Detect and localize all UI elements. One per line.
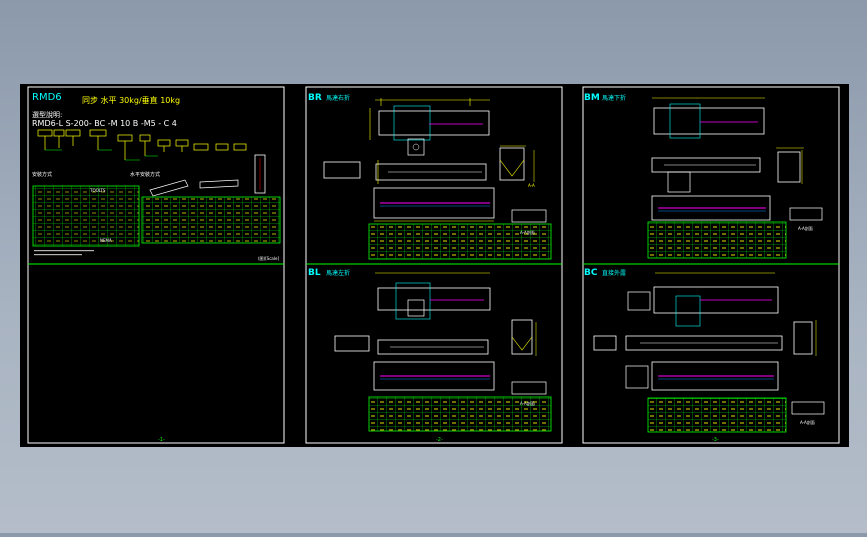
- model-code: RMD6-L S-200- BC -M 10 B -M5 - C 4: [32, 119, 177, 128]
- sheet-2-frame: [305, 86, 563, 444]
- sheet-1: RMD6 同步 水平 30kg/垂直 10kg 選型說明: RMD6-L S-2…: [27, 86, 285, 444]
- bl-actuator-front: [373, 361, 495, 391]
- svg-text:水平安裝方式: 水平安裝方式: [130, 171, 160, 178]
- bc-actuator-front: [625, 361, 779, 391]
- panel-br-title: 馬達右折: [326, 94, 350, 102]
- bm-foot-detail: A-A剖面: [789, 207, 823, 231]
- table-a-header: TOOLTS: [89, 188, 106, 193]
- panel-bm-code: BM: [584, 93, 600, 103]
- sheet-3: BM 馬達下折 A-A剖面 BC 直接外露: [582, 86, 840, 444]
- panel-bl-code: BL: [308, 268, 321, 278]
- bc-foot-detail: A-A剖面: [791, 401, 825, 425]
- panel-bm-title: 馬達下折: [602, 94, 626, 102]
- table-b-header: NEMA: [100, 238, 112, 243]
- sheet-1-frame: [27, 86, 285, 444]
- bl-section-view: [511, 319, 537, 356]
- page-tag: (图)[Scale]: [258, 255, 279, 261]
- svg-text:A-A: A-A: [528, 183, 535, 188]
- model-name: RMD6: [32, 92, 62, 103]
- br-section-view: A-A: [499, 145, 535, 188]
- sheet-3-frame: [582, 86, 840, 444]
- br-actuator-top: [369, 98, 490, 156]
- panel-bl-title: 馬達左折: [326, 269, 350, 277]
- load-text: 同步 水平 30kg/垂直 10kg: [82, 95, 180, 105]
- svg-text:A-A剖面: A-A剖面: [800, 419, 815, 425]
- page-number-1: -1-: [158, 437, 165, 443]
- model-space: [20, 84, 849, 447]
- page-number-3: -3-: [712, 437, 719, 443]
- svg-text:A-A剖面: A-A剖面: [798, 225, 813, 231]
- bl-actuator-top: [375, 272, 491, 320]
- page-number-2: -2-: [436, 437, 443, 443]
- sheet-2: BR 馬達右折 A-A: [305, 86, 563, 444]
- bm-actuator-side: [651, 157, 761, 193]
- bm-actuator-front: [651, 195, 771, 221]
- bl-motor-end: [334, 335, 370, 352]
- bc-actuator-side: [625, 335, 783, 351]
- br-motor-end: [323, 161, 361, 179]
- bm-actuator-top: [652, 97, 765, 139]
- svg-text:安裝方式: 安裝方式: [32, 171, 52, 178]
- bc-actuator-top: [627, 272, 779, 327]
- bm-section-view: [776, 147, 804, 184]
- br-actuator-front: [373, 187, 495, 222]
- bc-section-view: [793, 320, 817, 356]
- bc-motor-end: [593, 335, 617, 351]
- panel-bc-code: BC: [584, 268, 598, 278]
- panel-br-code: BR: [308, 93, 322, 103]
- bl-actuator-side: [377, 339, 489, 355]
- br-actuator-side: [375, 160, 487, 184]
- selection-title: 選型說明:: [32, 110, 62, 119]
- panel-bc-title: 直接外露: [602, 269, 626, 277]
